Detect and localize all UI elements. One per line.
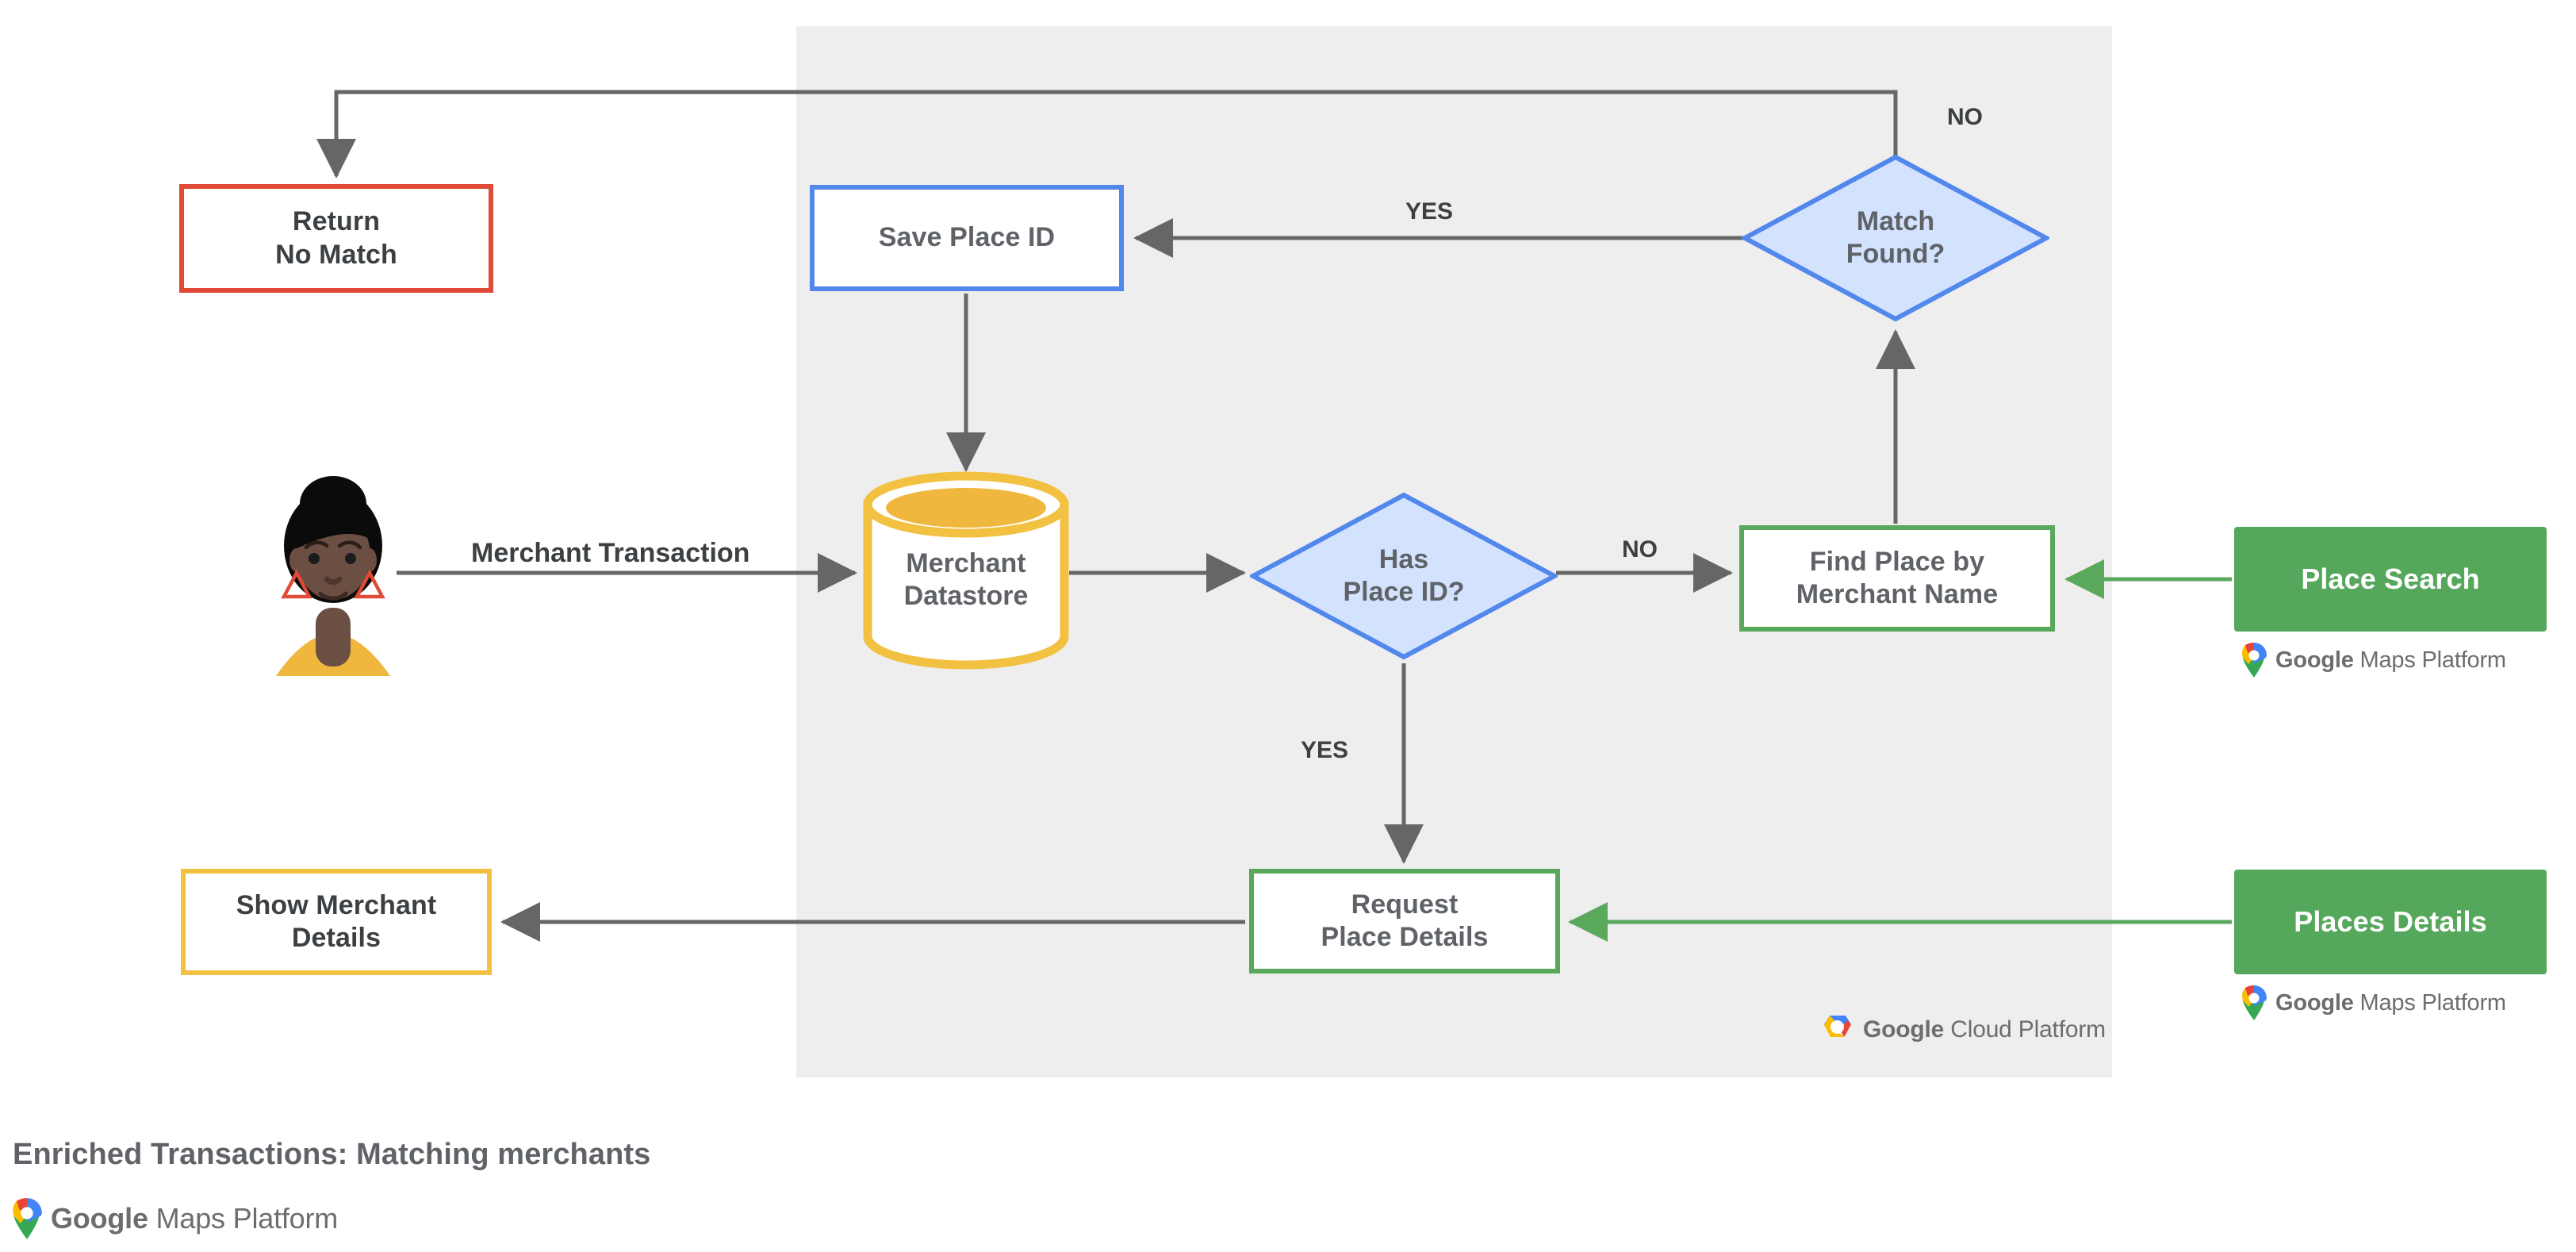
cylinder-shape <box>863 471 1069 670</box>
brand-maps-platform-text: Maps Platform <box>2359 989 2507 1016</box>
google-maps-platform-lockup-place-search: Google Maps Platform <box>2241 643 2506 678</box>
merchant-customer-avatar <box>262 460 404 682</box>
node-places-details-label: Places Details <box>2294 905 2487 939</box>
node-show-merchant-details-label: Show Merchant Details <box>236 889 437 953</box>
node-merchant-datastore-label: Merchant Datastore <box>903 548 1029 612</box>
brand-google-text: Google <box>2275 989 2354 1016</box>
brand-google-text: Google <box>1863 1016 1945 1043</box>
node-save-place-id-label: Save Place ID <box>878 222 1056 253</box>
node-place-search-label: Place Search <box>2301 563 2480 596</box>
node-places-details[interactable]: Places Details <box>2234 870 2547 974</box>
edge-label-has-place-id-no: NO <box>1622 536 1658 563</box>
node-find-place-by-merchant-name-label: Find Place by Merchant Name <box>1796 546 1999 609</box>
node-has-place-id-label: Has Place ID? <box>1343 543 1465 607</box>
node-return-no-match[interactable]: Return No Match <box>179 184 493 293</box>
node-request-place-details-label: Request Place Details <box>1321 889 1489 952</box>
node-save-place-id[interactable]: Save Place ID <box>810 185 1124 291</box>
edge-label-match-found-yes: YES <box>1405 198 1454 225</box>
node-return-no-match-label: Return No Match <box>275 206 397 270</box>
google-cloud-platform-lockup: Google Cloud Platform <box>1820 1014 2106 1046</box>
edge-label-merchant-transaction: Merchant Transaction <box>471 538 750 568</box>
node-place-search[interactable]: Place Search <box>2234 527 2547 632</box>
diamond-shape <box>1250 492 1558 660</box>
diamond-shape <box>1742 154 2049 322</box>
google-cloud-hexagon-icon <box>1824 1016 1851 1037</box>
google-maps-platform-wordmark: Google Maps Platform <box>2275 647 2506 674</box>
brand-google-text: Google <box>2275 647 2354 673</box>
edge-label-match-found-no: NO <box>1947 104 1983 130</box>
node-show-merchant-details[interactable]: Show Merchant Details <box>181 869 492 975</box>
diagram-title: Enriched Transactions: Matching merchant… <box>13 1138 651 1171</box>
google-maps-platform-wordmark: Google Maps Platform <box>2275 990 2506 1016</box>
node-match-found[interactable]: Match Found? <box>1742 154 2049 322</box>
google-maps-platform-lockup-places-details: Google Maps Platform <box>2241 985 2506 1020</box>
node-match-found-label: Match Found? <box>1846 205 1945 269</box>
node-request-place-details[interactable]: Request Place Details <box>1249 869 1560 974</box>
google-maps-platform-lockup-footer: Google Maps Platform <box>11 1198 338 1239</box>
node-find-place-by-merchant-name[interactable]: Find Place by Merchant Name <box>1739 525 2055 632</box>
brand-maps-platform-text: Maps Platform <box>2359 647 2507 673</box>
node-has-place-id[interactable]: Has Place ID? <box>1250 492 1558 660</box>
google-maps-pin-icon <box>2242 985 2267 1020</box>
google-maps-pin-icon <box>13 1198 42 1239</box>
edge-label-has-place-id-yes: YES <box>1301 737 1349 763</box>
google-cloud-platform-wordmark: Google Cloud Platform <box>1863 1016 2106 1043</box>
google-maps-platform-wordmark: Google Maps Platform <box>51 1202 338 1235</box>
node-merchant-datastore[interactable]: Merchant Datastore <box>863 471 1069 670</box>
avatar-illustration <box>276 476 390 676</box>
brand-google-text: Google <box>51 1202 148 1235</box>
google-maps-pin-icon <box>2242 643 2267 678</box>
brand-maps-platform-text: Maps Platform <box>155 1202 339 1235</box>
brand-cloud-platform-text: Cloud Platform <box>1950 1016 2106 1043</box>
